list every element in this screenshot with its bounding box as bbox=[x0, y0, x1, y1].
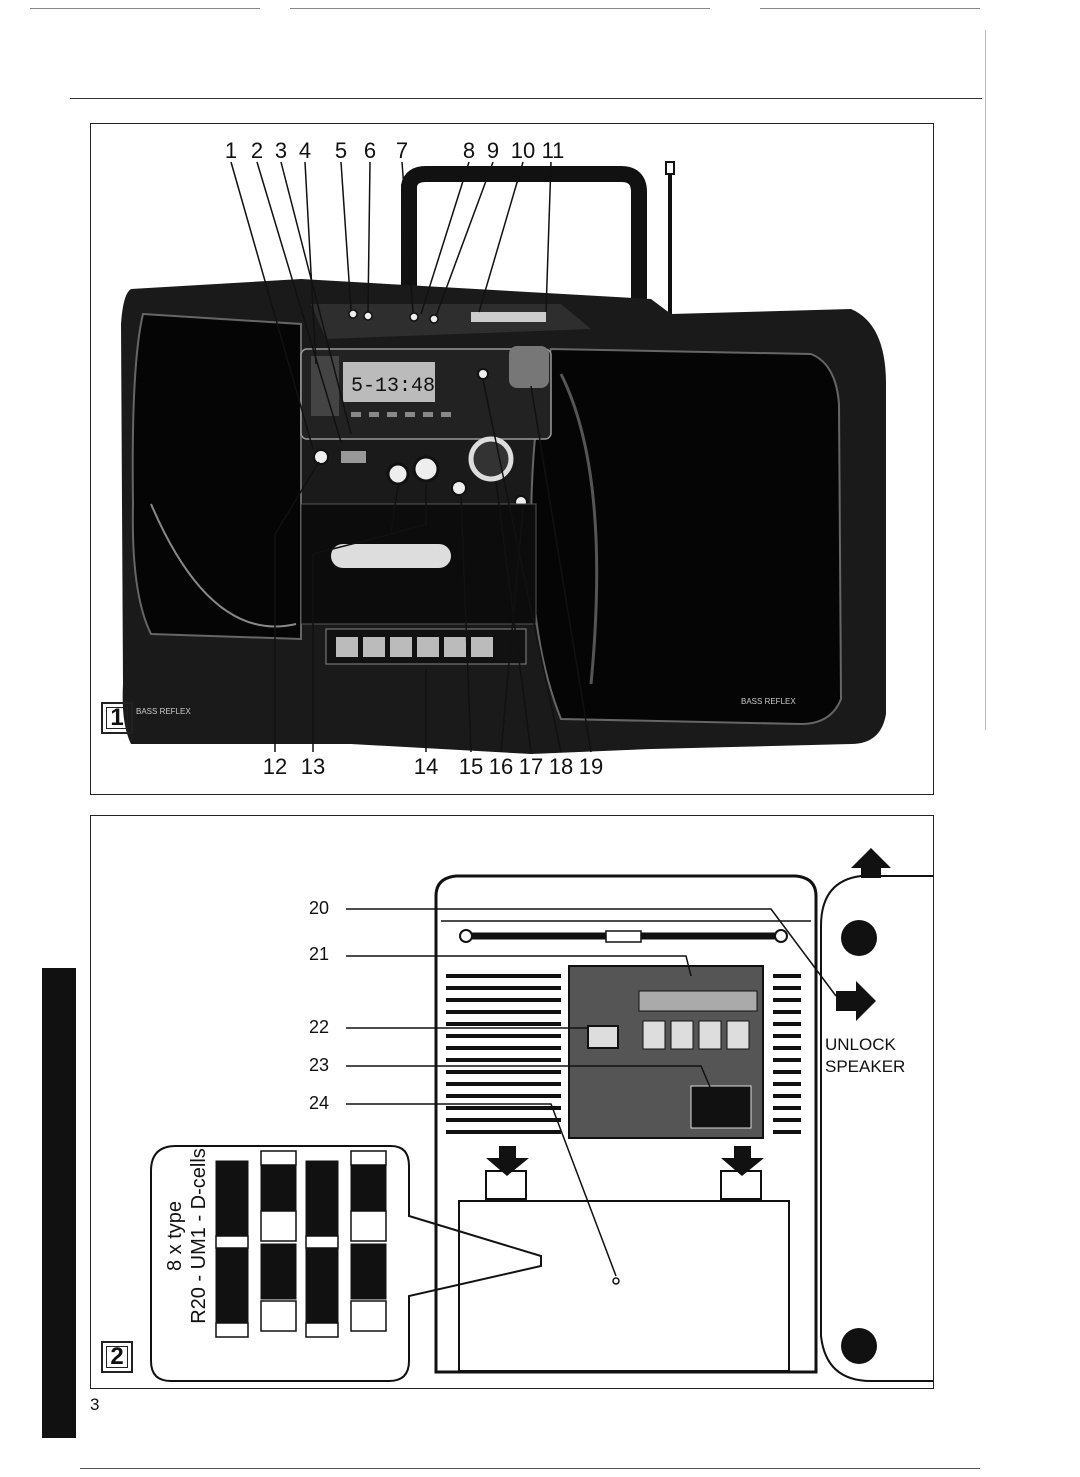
callout-10: 10 bbox=[510, 138, 536, 163]
display-readout: 5-13:48 bbox=[351, 375, 435, 398]
callout-14: 14 bbox=[413, 754, 439, 779]
callout-15: 15 bbox=[458, 754, 484, 779]
figure-2-number: 2 bbox=[101, 1341, 133, 1373]
battery-label-line1: 8 x type bbox=[164, 1200, 186, 1272]
callout-7: 7 bbox=[395, 138, 409, 163]
top-scan-line-left bbox=[30, 8, 260, 9]
callout-22: 22 bbox=[309, 1017, 330, 1037]
callout-13: 13 bbox=[300, 754, 326, 779]
callout-11: 11 bbox=[541, 138, 565, 163]
unlock-label-line1: UNLOCK bbox=[825, 1035, 896, 1054]
callout-3: 3 bbox=[274, 138, 288, 163]
callout-19: 19 bbox=[578, 754, 604, 779]
callout-5: 5 bbox=[334, 138, 348, 163]
unlock-label-line2: SPEAKER bbox=[825, 1057, 906, 1076]
callout-24: 24 bbox=[309, 1093, 330, 1113]
unlock-speaker-label: UNLOCK SPEAKER bbox=[825, 1034, 905, 1078]
top-scan-line-right bbox=[760, 8, 980, 9]
callout-23: 23 bbox=[309, 1055, 330, 1075]
header-rule bbox=[70, 98, 982, 99]
page-edge-tab bbox=[42, 968, 76, 1438]
figure-2-rear-view: 20 21 22 23 24 UNLOCK SPEAKER 8 x type R… bbox=[90, 815, 934, 1389]
callout-6: 6 bbox=[363, 138, 377, 163]
top-scan-line-middle bbox=[290, 8, 710, 9]
callout-20: 20 bbox=[309, 898, 330, 918]
callout-18: 18 bbox=[548, 754, 574, 779]
boombox-rear-illustration bbox=[150, 848, 933, 1382]
right-speaker-badge: BASS REFLEX bbox=[741, 697, 796, 706]
callout-9: 9 bbox=[486, 138, 500, 163]
callout-1: 1 bbox=[224, 138, 238, 163]
left-speaker-badge: BASS REFLEX bbox=[136, 707, 191, 716]
page-edge-line bbox=[985, 30, 986, 730]
battery-label-line2: R20 - UM1 - D-cells bbox=[188, 1148, 210, 1324]
boombox-front-illustration: BASS REFLEX BASS REFLEX 5-13:48 bbox=[121, 161, 886, 754]
callout-4: 4 bbox=[298, 138, 312, 163]
callout-2: 2 bbox=[250, 138, 264, 163]
footer-rule bbox=[80, 1468, 980, 1469]
callout-8: 8 bbox=[462, 138, 476, 163]
page-number: 3 bbox=[90, 1395, 100, 1414]
figure-1-front-view: BASS REFLEX BASS REFLEX 5-13:48 bbox=[90, 123, 934, 795]
battery-type-label: 8 x type R20 - UM1 - D-cells bbox=[163, 1141, 211, 1331]
callout-12: 12 bbox=[262, 754, 288, 779]
callout-16: 16 bbox=[488, 754, 514, 779]
callout-17: 17 bbox=[518, 754, 544, 779]
figure-1-number: 1 bbox=[101, 702, 133, 734]
callout-21: 21 bbox=[309, 944, 330, 964]
